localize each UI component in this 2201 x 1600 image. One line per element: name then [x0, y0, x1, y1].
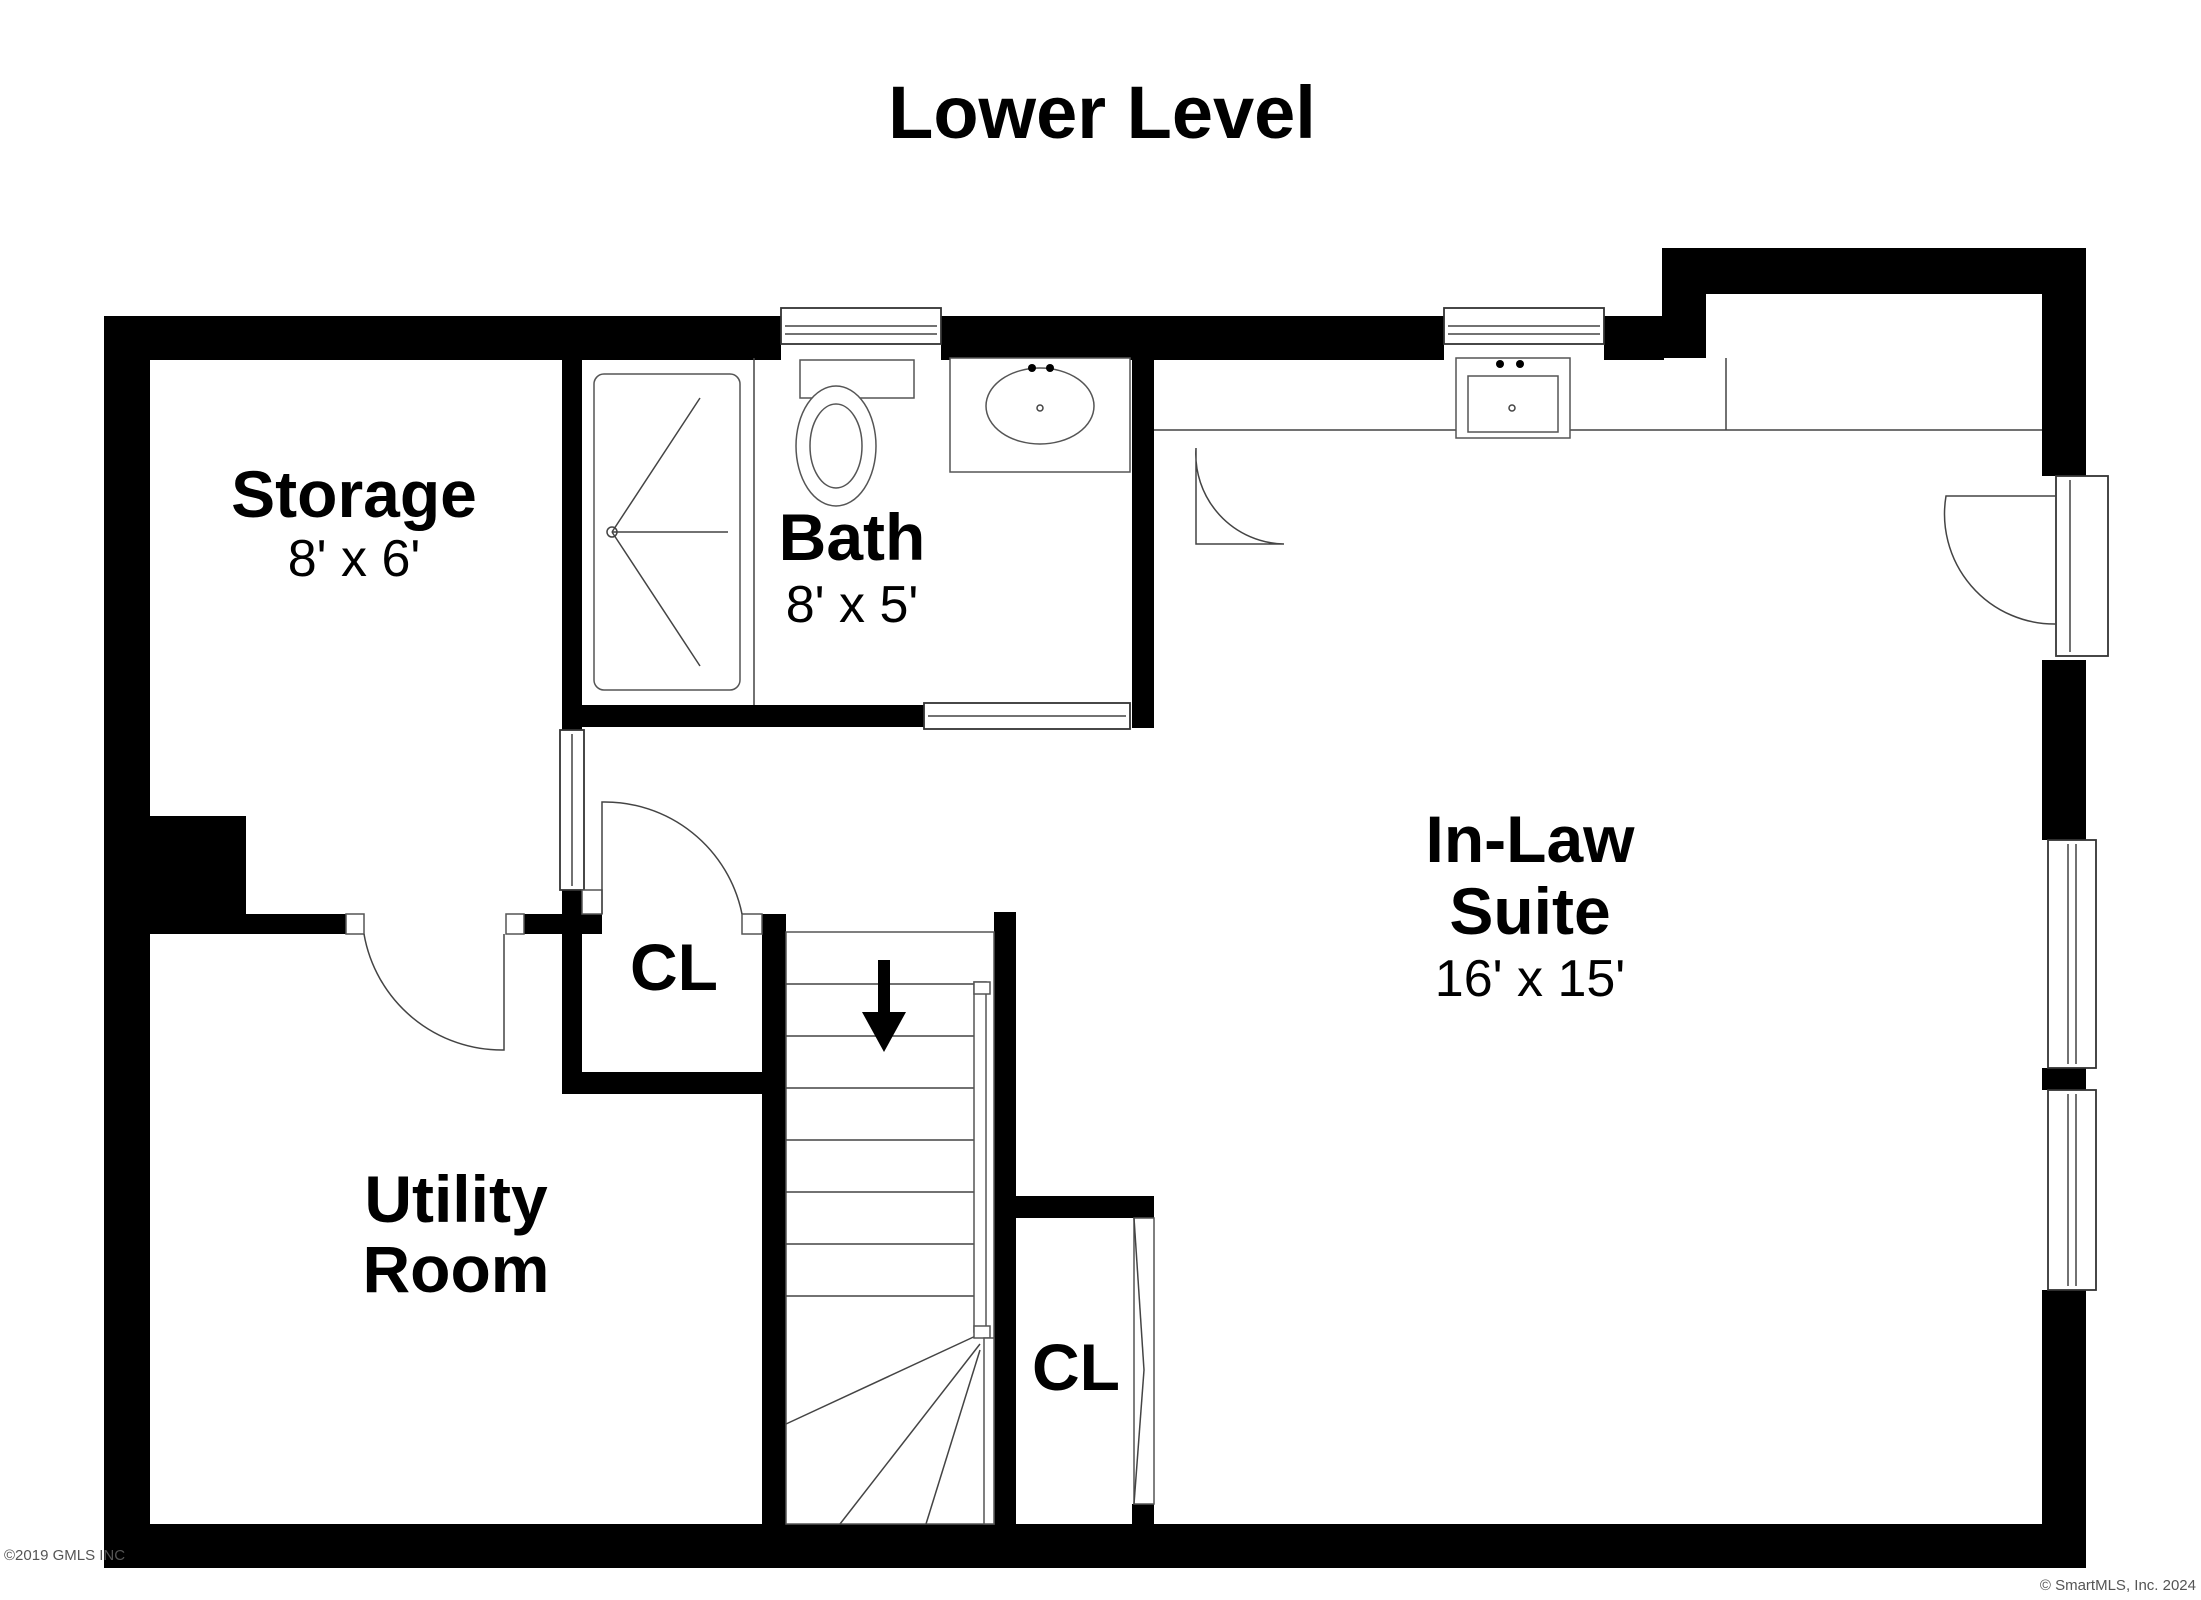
floor-title: Lower Level — [888, 71, 1316, 154]
room-name-utility-line1: Utility — [364, 1162, 548, 1236]
room-name-utility-line2: Room — [363, 1232, 550, 1306]
footer-left-copyright: ©2019 GMLS INC — [4, 1547, 125, 1564]
room-size-inlaw: 16' x 15' — [1435, 950, 1625, 1008]
window-suite-right-1 — [2047, 839, 2097, 1069]
kitchenette-counter — [1154, 357, 2042, 439]
room-size-bath: 8' x 5' — [786, 576, 919, 634]
room-name-closet-2: CL — [1032, 1330, 1120, 1404]
room-name-storage: Storage — [231, 457, 477, 531]
footer-right-copyright: © SmartMLS, Inc. 2024 — [2040, 1577, 2196, 1594]
room-name-inlaw-line1: In-Law — [1426, 802, 1636, 876]
window-bath-top — [780, 307, 942, 345]
exterior-walls — [104, 248, 2086, 1568]
door-suite-bath — [1195, 447, 1285, 545]
window-suite-top — [1443, 307, 1605, 345]
room-name-bath: Bath — [779, 500, 926, 574]
room-name-inlaw-line2: Suite — [1449, 874, 1610, 948]
window-suite-right-2 — [2047, 1089, 2097, 1291]
staircase — [785, 931, 995, 1525]
interior-walls — [150, 358, 1154, 1526]
exterior-door-right — [1943, 475, 2109, 657]
closet-2-door — [1133, 1217, 1155, 1505]
window-storage-side — [559, 729, 585, 891]
room-size-storage: 8' x 6' — [288, 530, 421, 588]
door-utility — [345, 913, 525, 1051]
door-closet-1 — [581, 801, 763, 935]
room-name-closet-1: CL — [630, 930, 718, 1004]
bath-fixtures — [593, 357, 1131, 705]
window-bath-bottom — [923, 702, 1131, 730]
